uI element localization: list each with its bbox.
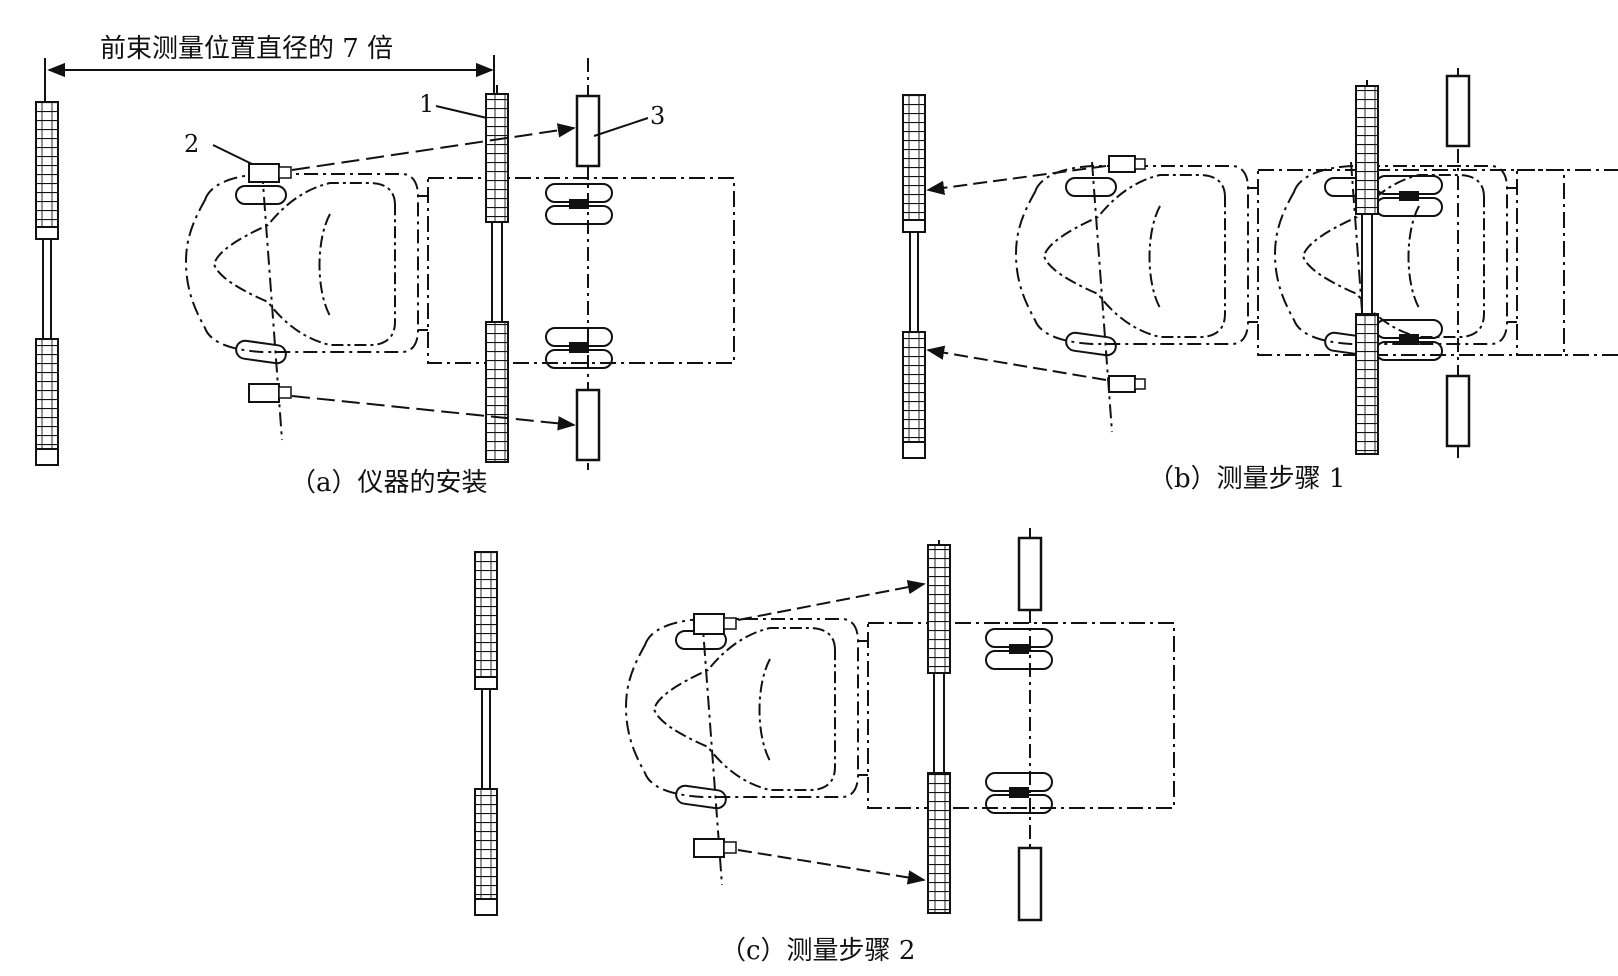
scale-bar-1 xyxy=(1355,80,1379,456)
caption-c: （c）测量步骤 2 xyxy=(720,936,916,966)
beam-lower xyxy=(926,345,1107,381)
panel-b-step-1 xyxy=(902,68,1618,459)
scale-bar-1 xyxy=(485,85,509,463)
dimension-label: 前束测量位置直径的 7 倍 xyxy=(100,34,394,64)
scale-bar-1 xyxy=(927,540,951,918)
target-bar-3-lower xyxy=(575,388,601,462)
beam-lower xyxy=(291,395,576,431)
caption-a: （a）仪器的安装 xyxy=(290,468,488,498)
callout-1: 1 xyxy=(419,90,435,118)
target-bar-3-upper xyxy=(575,94,601,168)
front-scale-bar xyxy=(474,551,498,916)
instrument-2-upper xyxy=(248,163,280,183)
instrument-2-lower xyxy=(248,383,280,403)
front-scale-bar xyxy=(902,94,926,459)
panel-a-installation xyxy=(35,55,735,470)
callout-3: 3 xyxy=(650,102,666,130)
panel-c-step-2 xyxy=(474,528,1175,922)
beam-upper xyxy=(926,165,1107,195)
beam-upper xyxy=(291,123,576,171)
front-scale-bar xyxy=(35,101,59,466)
vehicle-outline xyxy=(1015,161,1565,433)
callout-2: 2 xyxy=(184,130,200,158)
beam-lower xyxy=(737,849,926,885)
caption-b: （b）测量步骤 1 xyxy=(1148,464,1346,494)
beam-upper xyxy=(737,580,926,621)
